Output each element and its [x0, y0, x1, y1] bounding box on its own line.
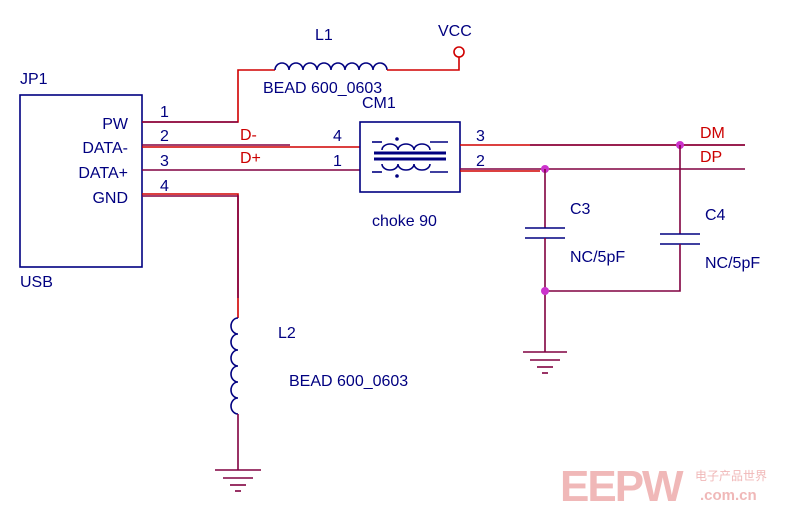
- ground-symbol-l2: [215, 469, 261, 492]
- wire-c4-bottom: [545, 244, 681, 292]
- l1-inductor-coil: [274, 62, 388, 71]
- jp1-pin-name-data-minus: DATA-: [82, 140, 128, 157]
- c3-value-label: NC/5pF: [570, 249, 625, 266]
- jp1-pin-number-4: 4: [160, 178, 169, 195]
- jp1-pin-name-pw: PW: [102, 116, 129, 133]
- junction-cap-gnd: [541, 287, 549, 295]
- ground-symbol-caps: [523, 351, 567, 374]
- cm1-choke-symbol: [372, 137, 448, 178]
- wire-l1-to-vcc: [387, 57, 460, 71]
- jp1-pin-name-gnd: GND: [92, 190, 128, 207]
- vcc-power-symbol: [453, 46, 465, 58]
- net-label-dm: DM: [700, 125, 725, 142]
- l2-inductor-coil: [230, 317, 239, 415]
- cm1-choke-body: [359, 121, 461, 193]
- cm1-pin-4: 4: [333, 128, 342, 145]
- vcc-label: VCC: [438, 23, 472, 40]
- c4-value-label: NC/5pF: [705, 255, 760, 272]
- watermark-tagline: 电子产品世界: [695, 469, 767, 483]
- wire-gnd: [142, 193, 239, 318]
- c3-ref-label: C3: [570, 201, 591, 218]
- cm1-pin-3: 3: [476, 128, 485, 145]
- l2-value-label: BEAD 600_0603: [289, 373, 408, 390]
- c4-ref-label: C4: [705, 207, 726, 224]
- jp1-pin-number-2: 2: [160, 128, 169, 145]
- l2-ref-label: L2: [278, 325, 296, 342]
- wire-gnd-overlay: [142, 195, 239, 298]
- watermark-domain: .com.cn: [700, 487, 757, 504]
- jp1-connector-body: [19, 94, 143, 268]
- cm1-pin-2: 2: [476, 153, 485, 170]
- cm1-pin-1: 1: [333, 153, 342, 170]
- cm1-value-label: choke 90: [372, 213, 437, 230]
- jp1-pin-name-data-plus: DATA+: [78, 165, 128, 182]
- cm1-ref-label: CM1: [362, 95, 396, 112]
- net-label-d-minus: D-: [240, 127, 257, 144]
- jp1-type-label: USB: [20, 274, 53, 291]
- jp1-ref-label: JP1: [20, 71, 48, 88]
- net-label-dp: DP: [700, 149, 722, 166]
- jp1-pin-number-1: 1: [160, 104, 169, 121]
- watermark-logo: EEPW: [560, 462, 684, 509]
- net-label-d-plus: D+: [240, 150, 261, 167]
- l1-ref-label: L1: [315, 27, 333, 44]
- jp1-pin-number-3: 3: [160, 153, 169, 170]
- l1-value-label: BEAD 600_0603: [263, 80, 382, 97]
